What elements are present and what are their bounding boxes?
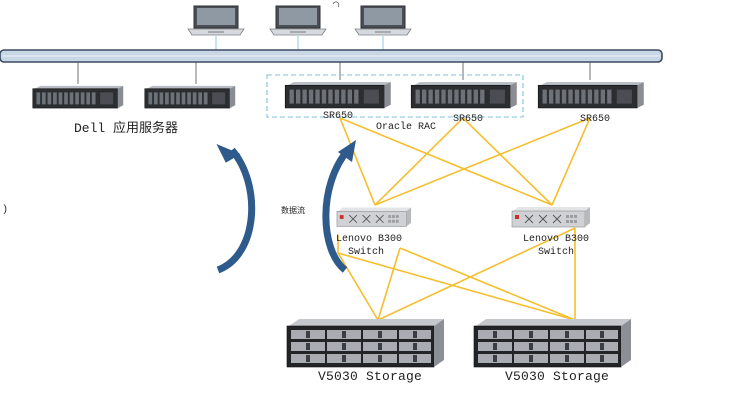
fc-switch-icon [511,206,591,228]
dell-servers-label: Dell 应用服务器 [74,121,179,136]
storage-2-label: V5030 Storage [505,369,610,384]
oracle-rac-group-box [266,74,524,118]
storage-array-icon [286,318,445,368]
small-mark-icon [332,1,340,8]
rack-server-icon [144,85,236,109]
network-bus [0,49,663,63]
rack-server-icon [410,81,518,109]
fc-links [337,117,591,321]
lan-links [215,36,384,50]
oracle-rac-label: Oracle RAC [376,122,437,133]
laptop-icon [354,5,412,36]
laptop-icon [269,5,327,36]
left-edge-mark: ) [2,205,9,216]
rack-server-icon [537,81,645,109]
storage-1-label: V5030 Storage [318,369,423,384]
sr650-label-3: SR650 [580,114,611,125]
storage-array-icon [473,318,632,368]
fc-switch-icon [336,207,412,227]
switch-1-label-line2: Switch [348,247,385,258]
switch-2-label-line1: Lenovo B300 [523,234,590,245]
switch-2-label-line2: Switch [538,247,575,258]
rack-server-icon [32,85,124,109]
sr650-label-2: SR650 [453,114,484,125]
switch-1-label-line1: Lenovo B300 [336,234,403,245]
rack-server-icon [284,81,392,109]
laptop-icon [187,5,245,36]
data-flow-label: 数据流 [281,206,305,215]
data-flow-arrows [216,140,356,274]
bus-drops [77,62,591,84]
sr650-label-1: SR650 [323,111,354,122]
